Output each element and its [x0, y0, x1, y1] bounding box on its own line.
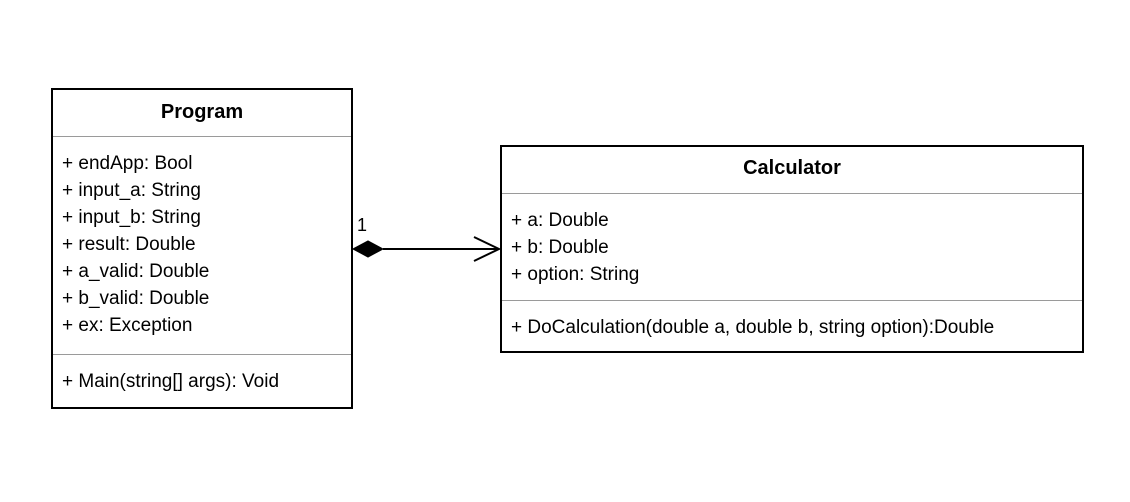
attribute-b-valid: + b_valid: Double: [62, 288, 210, 309]
composition-diamond-icon: [351, 240, 385, 258]
class-name-calculator: Calculator: [743, 157, 841, 179]
attribute-input-a: + input_a: String: [62, 180, 201, 201]
divider: [53, 136, 351, 137]
attribute-a: + a: Double: [511, 210, 609, 231]
operation-main: + Main(string[] args): Void: [62, 371, 280, 392]
class-name-program: Program: [160, 101, 244, 123]
attributes-compartment-calculator: + a: Double + b: Double + option: String: [502, 194, 1082, 300]
attribute-ex: + ex: Exception: [62, 315, 193, 336]
attribute-a-valid: + a_valid: Double: [62, 261, 210, 282]
attribute-result: + result: Double: [62, 234, 196, 255]
operations-compartment-program: + Main(string[] args): Void: [53, 355, 351, 395]
attributes-compartment-program: + endApp: Bool + input_a: String + input…: [53, 137, 351, 354]
divider: [53, 354, 351, 355]
class-program[interactable]: Program + endApp: Bool + input_a: String…: [51, 88, 353, 409]
divider: [502, 300, 1082, 301]
attribute-b: + b: Double: [511, 237, 609, 258]
multiplicity-label: 1: [357, 215, 368, 235]
attribute-option: + option: String: [511, 264, 640, 285]
open-arrowhead-icon: [473, 236, 502, 262]
class-calculator[interactable]: Calculator + a: Double + b: Double + opt…: [500, 145, 1084, 353]
operation-docalculation: + DoCalculation(double a, double b, stri…: [511, 317, 995, 338]
operations-compartment-calculator: + DoCalculation(double a, double b, stri…: [502, 301, 1082, 341]
divider: [502, 193, 1082, 194]
attribute-endapp: + endApp: Bool: [62, 153, 193, 174]
attribute-input-b: + input_b: String: [62, 207, 201, 228]
